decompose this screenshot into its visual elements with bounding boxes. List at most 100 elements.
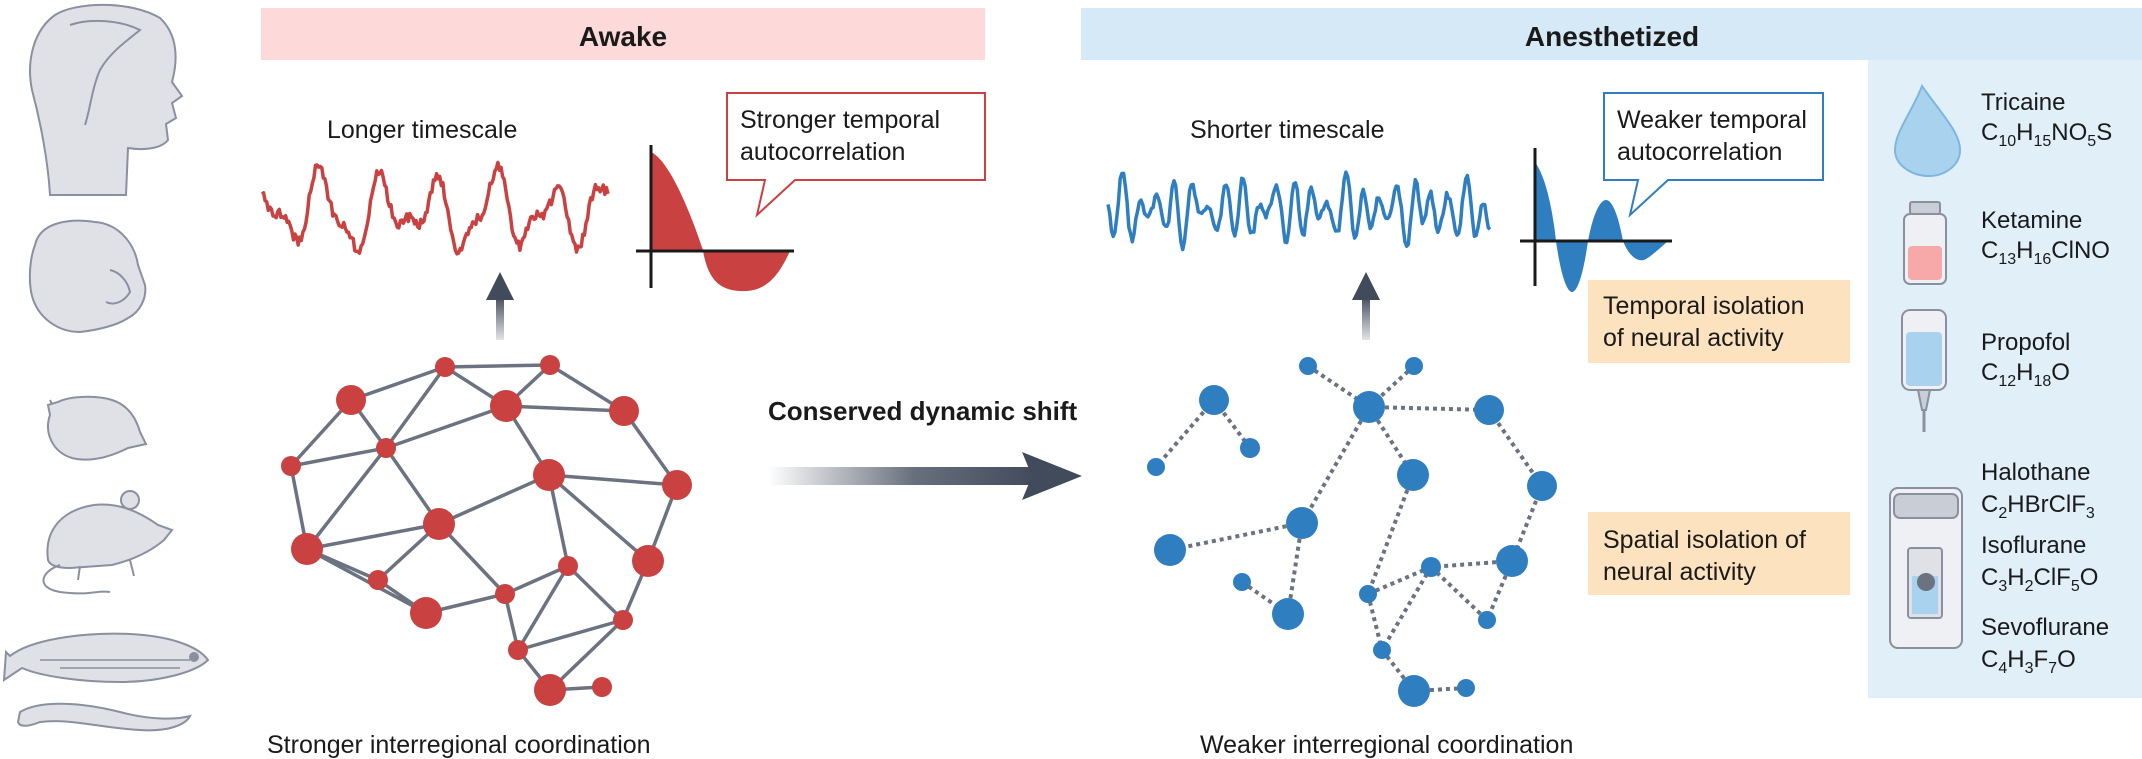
awake-edge — [306, 522, 440, 551]
awake-edge — [350, 365, 446, 402]
anesthetic-formula: C13H16ClNO — [1981, 237, 2110, 268]
anesthetized-node — [1405, 357, 1423, 375]
anesthetic-name: Sevoflurane — [1981, 614, 2109, 641]
monkey-icon — [28, 219, 147, 334]
awake-node — [368, 570, 388, 590]
awake-node — [423, 508, 455, 540]
anesthetized-node — [1421, 557, 1441, 577]
iv-bag-icon — [1901, 309, 1947, 432]
anesthetic-name: Halothane — [1981, 459, 2090, 486]
awake-node — [410, 597, 442, 629]
awake-edge — [548, 473, 678, 487]
anesthetized-node — [1474, 395, 1504, 425]
anesthetized-node — [1527, 471, 1557, 501]
awake-node — [490, 390, 522, 422]
awake-edge — [306, 547, 427, 615]
anesthetic-formula: C12H18O — [1981, 359, 2070, 390]
species-column — [2, 3, 210, 732]
anesthetized-node — [1397, 459, 1429, 491]
anesthetized-header: Anesthetized — [1525, 21, 1699, 52]
awake-edge — [517, 618, 624, 652]
anesthetized-timescale-label: Shorter timescale — [1190, 116, 1385, 144]
shift-label: Conserved dynamic shift — [768, 396, 1078, 426]
awake-node — [540, 355, 560, 375]
awake-node — [662, 470, 692, 500]
awake-network — [281, 355, 692, 706]
zebrafish-icon — [2, 632, 210, 684]
anesthetic-name: Propofol — [1981, 329, 2070, 356]
anesthetic-name: Tricaine — [1981, 89, 2065, 116]
anesthetized-edge — [1368, 405, 1490, 412]
awake-signal-trace — [260, 160, 610, 256]
anesthetized-edge — [1300, 405, 1371, 525]
anesthetic-formula: C3H2ClF5O — [1981, 564, 2098, 595]
spatial-isolation-line2: neural activity — [1603, 558, 1756, 586]
anesthetized-edge — [1429, 565, 1489, 622]
vial-icon — [1903, 201, 1947, 285]
awake-node — [592, 677, 612, 697]
temporal-isolation-line2: of neural activity — [1603, 324, 1784, 352]
anesthetized-signal-trace — [1106, 170, 1492, 252]
awake-edge — [444, 363, 551, 369]
anesthetized-node — [1147, 458, 1165, 476]
awake-edge — [566, 564, 625, 622]
spatial-isolation-line1: Spatial isolation of — [1603, 526, 1806, 554]
anesthetized-network — [1147, 357, 1557, 707]
awake-timescale-label: Longer timescale — [327, 116, 517, 144]
awake-header-bar — [261, 8, 985, 60]
anesthetized-edge — [1154, 398, 1216, 469]
awake-coordination-caption: Stronger interregional coordination — [267, 731, 651, 759]
awake-edge — [385, 404, 507, 450]
awake-node — [495, 584, 515, 604]
awake-node — [534, 674, 566, 706]
awake-header: Awake — [579, 21, 667, 52]
anesthetized-autocorr-line1: Weaker temporal — [1617, 106, 1807, 134]
anesthetic-formula: C2HBrClF3 — [1981, 491, 2095, 522]
anesthetized-edge — [1240, 580, 1290, 616]
awake-node — [281, 456, 301, 476]
awake-edge — [305, 446, 388, 551]
anesthetized-node — [1233, 573, 1251, 591]
anesthetized-autocorr-line2: autocorrelation — [1617, 138, 1782, 166]
awake-node — [558, 556, 578, 576]
anesthetized-autocorr-callout: Weaker temporal autocorrelation — [1603, 92, 1824, 218]
anesthetic-list: TricaineC10H15NO5SKetamineC13H16ClNOProp… — [1981, 89, 2112, 677]
worm-icon — [16, 702, 192, 732]
vaporizer-icon — [1889, 487, 1963, 649]
anesthetized-node — [1272, 598, 1304, 630]
anesthetized-node — [1359, 585, 1377, 603]
anesthetized-edge — [1430, 559, 1513, 569]
anesthetic-name: Isoflurane — [1981, 532, 2086, 559]
anesthetized-node — [1457, 679, 1475, 697]
anesthetic-formula: C4H3F7O — [1981, 646, 2076, 677]
awake-node — [291, 533, 323, 565]
awake-edge — [516, 565, 570, 651]
awake-edge — [547, 473, 650, 563]
awake-autocorr-line1: Stronger temporal — [740, 106, 940, 134]
marmoset-icon — [46, 395, 148, 461]
awake-autocorr-line2: autocorrelation — [740, 138, 905, 166]
awake-node — [508, 640, 528, 660]
anesthetized-up-arrow — [1352, 272, 1380, 340]
spatial-isolation-box: Spatial isolation of neural activity — [1588, 512, 1850, 595]
awake-edge — [505, 404, 625, 413]
awake-edge — [548, 618, 625, 692]
anesthetized-node — [1478, 611, 1496, 629]
anesthetized-node — [1353, 391, 1385, 423]
anesthetized-edge — [1169, 521, 1303, 552]
anesthetized-coordination-caption: Weaker interregional coordination — [1200, 731, 1573, 759]
anesthetized-node — [1398, 675, 1430, 707]
awake-node — [336, 385, 366, 415]
awake-edge — [622, 409, 679, 487]
awake-node — [632, 545, 664, 577]
anesthetized-node — [1299, 357, 1317, 375]
awake-edge — [384, 365, 447, 450]
awake-edge — [437, 522, 507, 596]
anesthetic-formula: C10H15NO5S — [1981, 119, 2112, 150]
anesthetized-edge — [1367, 565, 1432, 596]
anesthetized-header-bar — [1081, 8, 2142, 60]
anesthetized-node — [1154, 534, 1186, 566]
awake-node — [533, 459, 565, 491]
awake-node — [613, 610, 633, 630]
awake-edge — [290, 446, 387, 468]
